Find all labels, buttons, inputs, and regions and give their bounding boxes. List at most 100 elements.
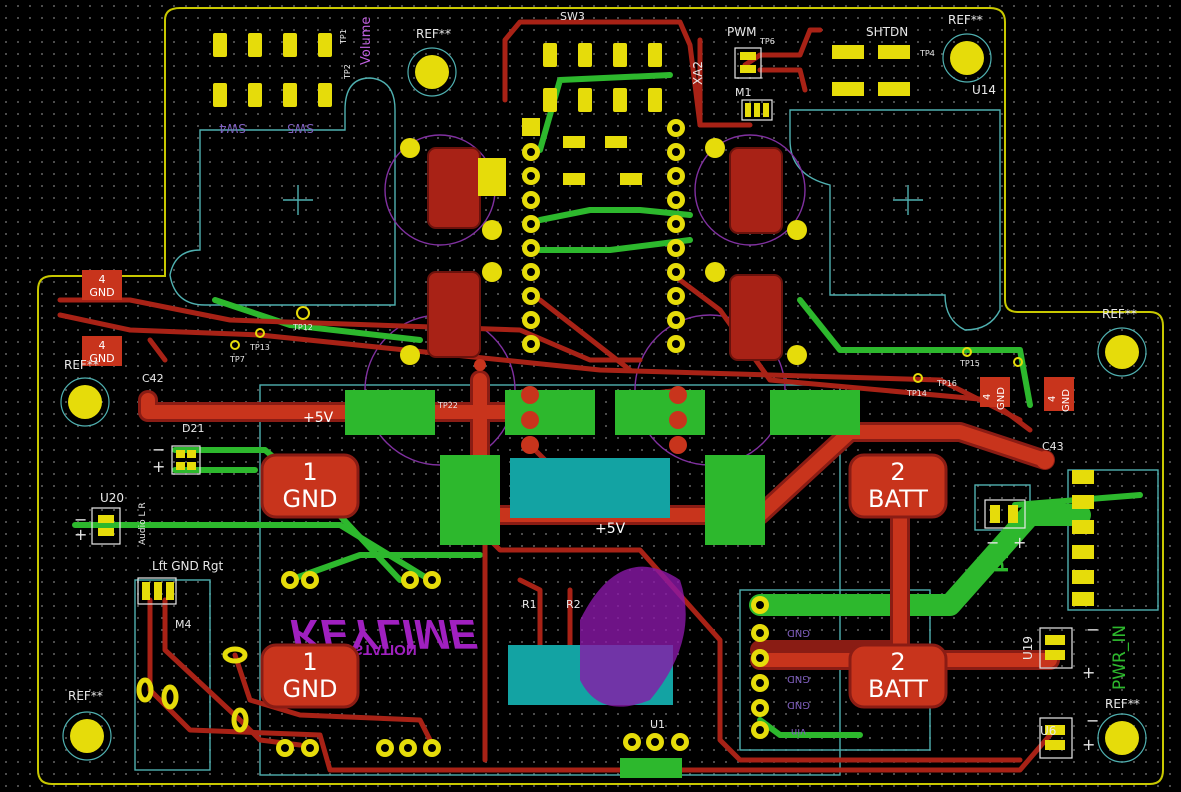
silkscreen-labels: SW4 SW5 SW3 Volume REF** REF** REF** REF… xyxy=(64,10,1140,754)
power-block-num: 1 xyxy=(302,458,317,486)
minus-pi: − xyxy=(986,533,999,552)
power-block-name: BATT xyxy=(868,675,928,703)
gnd-pad-right-b-num: 4 xyxy=(1047,396,1058,402)
back-copper-fat xyxy=(749,504,1091,616)
tp6-label: TP6 xyxy=(759,37,775,46)
r1-label: R1 xyxy=(522,598,537,611)
u14-label: U14 xyxy=(972,83,996,97)
tp1-label: TP1 xyxy=(339,29,348,45)
plus-u20: + xyxy=(74,525,87,544)
ref-top-label: REF** xyxy=(416,27,451,41)
red-vias xyxy=(474,359,1054,469)
green-smd-blocks xyxy=(345,390,860,545)
power-block-gnd-bottom[interactable]: 1 GND xyxy=(260,643,360,709)
pi-label: PI xyxy=(992,553,1013,573)
oval-pads xyxy=(136,646,249,733)
shtdn-label: SHTDN xyxy=(866,25,908,39)
plus-pi: + xyxy=(1013,533,1026,552)
pad-label: GND xyxy=(89,352,114,365)
ref-left-mid-label: REF** xyxy=(64,358,99,372)
switch-pads-sw4-sw5[interactable] xyxy=(213,33,332,107)
lft-gnd-rgt-label: Lft GND Rgt xyxy=(152,559,224,573)
power-block-gnd-top[interactable]: 1 GND xyxy=(260,453,360,519)
tp2-label: TP2 xyxy=(343,64,352,80)
gnd-pad-left-top[interactable]: 4 GND xyxy=(82,270,122,300)
ref-right-mid-label: REF** xyxy=(1102,307,1137,321)
u1-label: U1 xyxy=(650,718,665,731)
power-block-batt-bottom[interactable]: 2 BATT xyxy=(848,643,948,709)
u20-label: U20 xyxy=(100,491,124,505)
d21-label: D21 xyxy=(182,422,204,435)
minus-u19: − xyxy=(1086,620,1099,639)
audio-label: Audio L R xyxy=(138,502,148,545)
plus-u19: + xyxy=(1082,663,1095,682)
volume-label: Volume xyxy=(359,17,374,65)
tp12-label: TP12 xyxy=(292,323,313,332)
ref-right-top-label: REF** xyxy=(948,13,983,27)
tp7-label: TP7 xyxy=(229,355,245,364)
power-block-name: GND xyxy=(282,485,337,513)
power-block-num: 2 xyxy=(890,648,905,676)
power-block-num: 1 xyxy=(302,648,317,676)
test-point-rings xyxy=(230,306,1023,383)
gnd-pad-right-a-label: GND xyxy=(996,387,1007,410)
sw5-label: SW5 xyxy=(287,121,314,135)
gnd-pad-right-a[interactable] xyxy=(980,377,1010,407)
gnd-pin-3: GND xyxy=(787,699,810,710)
gnd-pad-left-bottom[interactable]: 4 GND xyxy=(82,336,122,366)
mounting-holes xyxy=(60,33,1147,763)
u6-label: U6 xyxy=(1040,724,1056,738)
microcontroller-header-left[interactable] xyxy=(522,118,540,353)
back-copper-traces xyxy=(72,72,1143,738)
sw4-label: SW4 xyxy=(219,121,246,135)
plus-u6: + xyxy=(1082,735,1095,754)
plus5v-bot-label: +5V xyxy=(595,521,626,537)
microcontroller-header-right[interactable] xyxy=(667,119,685,353)
minus-d21: − xyxy=(152,440,165,459)
tp15-label: TP15 xyxy=(959,359,980,368)
m4-label: M4 xyxy=(175,618,192,631)
power-block-batt-top[interactable]: 2 BATT xyxy=(848,453,948,519)
power-block-name: BATT xyxy=(868,485,928,513)
sw3-label: SW3 xyxy=(560,10,585,23)
pwr-in-label: PWR_IN xyxy=(1110,625,1130,690)
tp14-label: TP14 xyxy=(906,389,927,398)
pad-num: 4 xyxy=(99,339,106,352)
gnd-pin-1: GND xyxy=(787,627,810,638)
pad-num: 4 xyxy=(99,273,106,286)
minus-u20: − xyxy=(74,510,87,529)
gnd-pad-right-b[interactable] xyxy=(1044,377,1074,411)
crosshair-markers xyxy=(283,185,923,215)
board-edge-outline xyxy=(37,7,1164,785)
ref-right-bot-label: REF** xyxy=(1105,697,1140,711)
gnd-pin-2: GND xyxy=(787,673,810,684)
minus-u6: − xyxy=(1086,711,1099,730)
plus-d21: + xyxy=(152,457,165,476)
gnd-pad-right-a-num: 4 xyxy=(982,394,993,400)
ref-left-bot-label: REF** xyxy=(68,689,103,703)
tp22-label: TP22 xyxy=(437,401,458,410)
xa2-label: XA2 xyxy=(691,61,705,85)
plus5v-top-label: +5V xyxy=(303,410,334,426)
power-block-num: 2 xyxy=(890,458,905,486)
tp13-label: TP13 xyxy=(249,343,270,352)
pwm-label: PWM xyxy=(727,25,756,39)
power-block-name: GND xyxy=(282,675,337,703)
u19-label: U19 xyxy=(1021,636,1035,660)
fab-rect-mid xyxy=(510,458,670,518)
small-smd-pads xyxy=(563,45,910,185)
m1-label: M1 xyxy=(735,86,752,99)
vin-pin: vin xyxy=(791,726,806,737)
courtyard-outlines xyxy=(134,77,1159,776)
small-connectors[interactable] xyxy=(91,47,1094,759)
gnd-pad-right-b-label: GND xyxy=(1061,389,1072,412)
pad-label: GND xyxy=(89,286,114,299)
tp4-label: TP4 xyxy=(919,49,935,58)
tp16-label: TP16 xyxy=(936,379,957,388)
bottom-smd-row xyxy=(620,758,682,778)
c43-label: C43 xyxy=(1042,440,1064,453)
capacitor-bodies xyxy=(427,147,783,361)
keylime-logo: KEYLIME PI-RATE STATION xyxy=(290,566,686,707)
c42-label: C42 xyxy=(142,372,164,385)
